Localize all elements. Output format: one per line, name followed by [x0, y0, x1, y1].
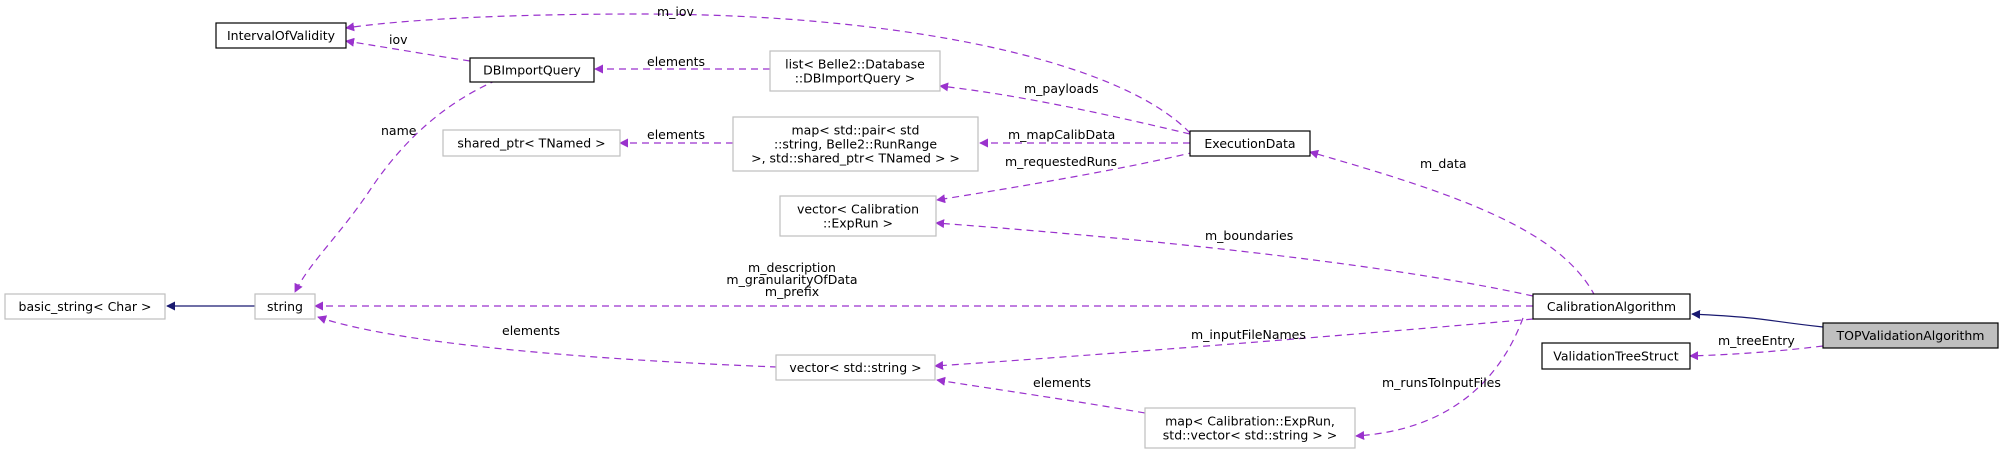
edge-label-elements-vecstr: elements [502, 323, 560, 338]
edge-label-m-inputfilenames: m_inputFileNames [1191, 327, 1306, 342]
edge-label-line: elements [1033, 375, 1091, 390]
edge-label-line: elements [647, 54, 705, 69]
edge-label-line: m_prefix [765, 284, 819, 299]
edge-m-requestedruns [936, 151, 1196, 204]
edge-label-line: m_iov [657, 4, 695, 19]
node-execution-data[interactable]: ExecutionData [1189, 130, 1311, 157]
node-box [442, 129, 621, 157]
edge-label-line: m_requestedRuns [1005, 154, 1117, 169]
node-box [215, 22, 347, 49]
edge-label-line: m_data [1420, 156, 1467, 171]
edge-label-line: elements [502, 323, 560, 338]
edge-label-elements-map: elements [647, 127, 705, 142]
node-label: ::string, Belle2::RunRange [774, 137, 937, 152]
edge-label-line: m_runsToInputFiles [1382, 375, 1501, 390]
node-label: std::vector< std::string > > [1163, 428, 1337, 443]
node-label: TOPValidationAlgorithm [1836, 328, 1985, 343]
edge-label-m-iov: m_iov [657, 4, 695, 19]
edge-name [294, 79, 498, 293]
node-box [1541, 342, 1691, 370]
edge-label-m-data: m_data [1420, 156, 1467, 171]
edge-m-boundaries [935, 219, 1534, 297]
edge-label-line: m_treeEntry [1718, 333, 1795, 348]
edge-elements-vecstr2 [936, 376, 1146, 414]
node-label: shared_ptr< TNamed > [457, 136, 605, 151]
edge-label-iov: iov [389, 32, 408, 47]
node-string[interactable]: string [254, 293, 316, 320]
node-label: string [267, 299, 303, 314]
node-label: vector< Calibration [797, 202, 919, 217]
edge-inherit-calibration-algorithm [1691, 309, 1824, 328]
edge-iov [345, 37, 471, 62]
edge-label-m-boundaries: m_boundaries [1205, 228, 1293, 243]
node-box [1532, 293, 1691, 320]
edge-m-treeentry [1689, 345, 1824, 361]
edges: m_iov iov elements m_payloads elements m… [166, 4, 1824, 440]
node-calibration-algorithm[interactable]: CalibrationAlgorithm [1532, 293, 1691, 320]
edge-label-m-payloads: m_payloads [1024, 81, 1099, 96]
node-box [779, 195, 937, 237]
node-box [254, 293, 316, 320]
node-vector-string[interactable]: vector< std::string > [775, 354, 936, 381]
node-vector-exprun[interactable]: vector< Calibration::ExpRun > [779, 195, 937, 237]
edge-label-line: m_granularityOfData [726, 272, 857, 287]
node-list-dbimportquery[interactable]: list< Belle2::Database::DBImportQuery > [769, 50, 941, 92]
edge-label-m-requestedruns: m_requestedRuns [1005, 154, 1117, 169]
node-top-validation-algorithm[interactable]: TOPValidationAlgorithm [1822, 322, 1999, 349]
edge-label-line: name [381, 123, 417, 138]
node-map-exprun-vector[interactable]: map< Calibration::ExpRun,std::vector< st… [1144, 407, 1356, 449]
edge-label-elements-vecstr2: elements [1033, 375, 1091, 390]
node-label: IntervalOfValidity [227, 28, 336, 43]
node-box [1144, 407, 1356, 449]
node-box [1822, 322, 1999, 349]
edge-m-iov [345, 13, 1191, 134]
node-box [1189, 130, 1311, 157]
edge-label-m-treeentry: m_treeEntry [1718, 333, 1795, 348]
node-label: basic_string< Char > [19, 299, 152, 314]
node-label: ::ExpRun > [823, 216, 893, 231]
node-label: map< Calibration::ExpRun, [1165, 414, 1335, 429]
node-db-import-query[interactable]: DBImportQuery [469, 57, 595, 83]
node-shared-ptr-tnamed[interactable]: shared_ptr< TNamed > [442, 129, 621, 157]
edge-label-line: elements [647, 127, 705, 142]
edge-m-runstoinputfiles [1355, 317, 1524, 440]
node-validation-tree-struct[interactable]: ValidationTreeStruct [1541, 342, 1691, 370]
edge-label-elements-list: elements [647, 54, 705, 69]
node-label: vector< std::string > [789, 360, 921, 375]
node-label: >, std::shared_ptr< TNamed > > [751, 151, 960, 166]
edge-m-data [1309, 149, 1596, 297]
edge-label-line: m_description [748, 260, 836, 275]
edge-label-line: m_boundaries [1205, 228, 1293, 243]
edge-elements-vecstr [317, 315, 778, 368]
edge-label-m-runstoinputfiles: m_runsToInputFiles [1382, 375, 1501, 390]
node-basic-string[interactable]: basic_string< Char > [4, 293, 166, 320]
node-box [769, 50, 941, 92]
edge-label-line: iov [389, 32, 408, 47]
edge-label-name: name [381, 123, 417, 138]
node-label: DBImportQuery [483, 63, 581, 78]
edge-m-inputfilenames [934, 317, 1546, 370]
node-label: map< std::pair< std [792, 123, 920, 138]
node-label: list< Belle2::Database [785, 57, 925, 72]
node-label: ::DBImportQuery > [795, 71, 916, 86]
node-interval-of-validity[interactable]: IntervalOfValidity [215, 22, 347, 49]
node-box [732, 116, 979, 172]
node-label: ExecutionData [1204, 136, 1295, 151]
edge-label-m-mapcalibdata: m_mapCalibData [1008, 127, 1115, 142]
node-label: ValidationTreeStruct [1553, 349, 1679, 364]
edge-label-line: m_payloads [1024, 81, 1099, 96]
nodes: IntervalOfValidity DBImportQuery list< B… [4, 22, 1999, 449]
node-label: CalibrationAlgorithm [1547, 299, 1676, 314]
node-box [469, 57, 595, 83]
edge-label-line: m_mapCalibData [1008, 127, 1115, 142]
edge-label-line: m_inputFileNames [1191, 327, 1306, 342]
node-box [775, 354, 936, 381]
node-box [4, 293, 166, 320]
node-map-pair-runrange[interactable]: map< std::pair< std::string, Belle2::Run… [732, 116, 979, 172]
